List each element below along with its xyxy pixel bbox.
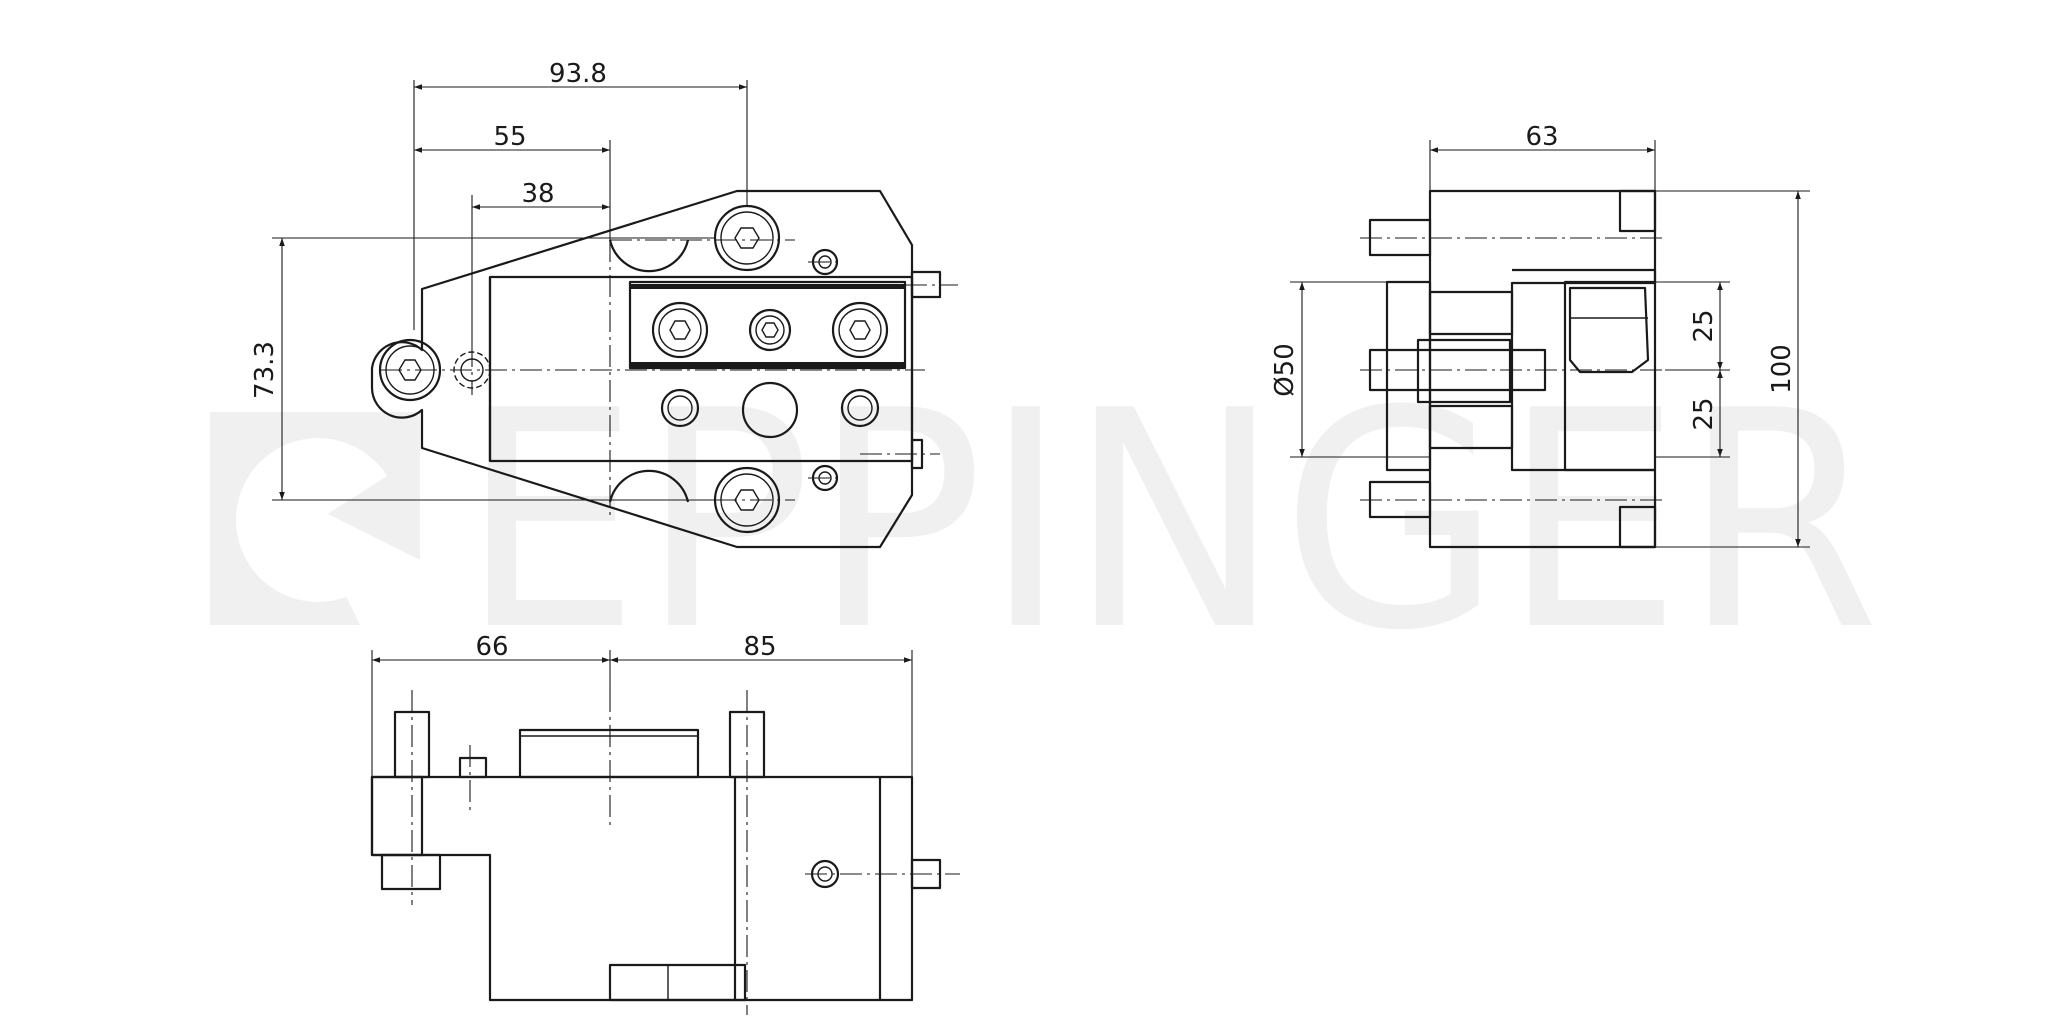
dimension-to-pin: 38 <box>521 179 554 209</box>
bottom-view-outline <box>370 710 942 1002</box>
dimension-height: 73.3 <box>250 341 280 399</box>
brand-watermark: EPPINGER <box>210 347 1880 696</box>
front-view-dimensions <box>272 80 748 501</box>
dimension-lower-offset: 25 <box>1689 397 1719 430</box>
dimension-right-length: 85 <box>743 632 776 662</box>
dimension-left-length: 66 <box>475 632 508 662</box>
eppinger-logo-mark <box>210 412 420 625</box>
bottom-view: 66 85 <box>370 632 960 1015</box>
bottom-view-centerlines <box>411 690 960 1015</box>
side-view-centerlines <box>1360 237 1665 501</box>
front-view: 93.8 55 38 73.3 <box>250 59 958 549</box>
side-view-outline <box>1368 189 1657 549</box>
bottom-view-dimensions <box>371 650 913 777</box>
dimension-overall-width: 93.8 <box>549 59 607 89</box>
dimension-diameter: Ø50 <box>1270 343 1300 397</box>
dimension-upper-offset: 25 <box>1689 309 1719 342</box>
dimension-total-height: 100 <box>1767 344 1797 394</box>
watermark-brand-text: EPPINGER <box>460 347 1880 696</box>
side-view: 63 Ø50 25 25 100 <box>1270 122 1810 549</box>
front-view-centerlines <box>380 239 958 520</box>
side-view-dimensions <box>1290 140 1810 548</box>
dimension-side-width: 63 <box>1525 122 1558 152</box>
dimension-to-center: 55 <box>493 122 526 152</box>
